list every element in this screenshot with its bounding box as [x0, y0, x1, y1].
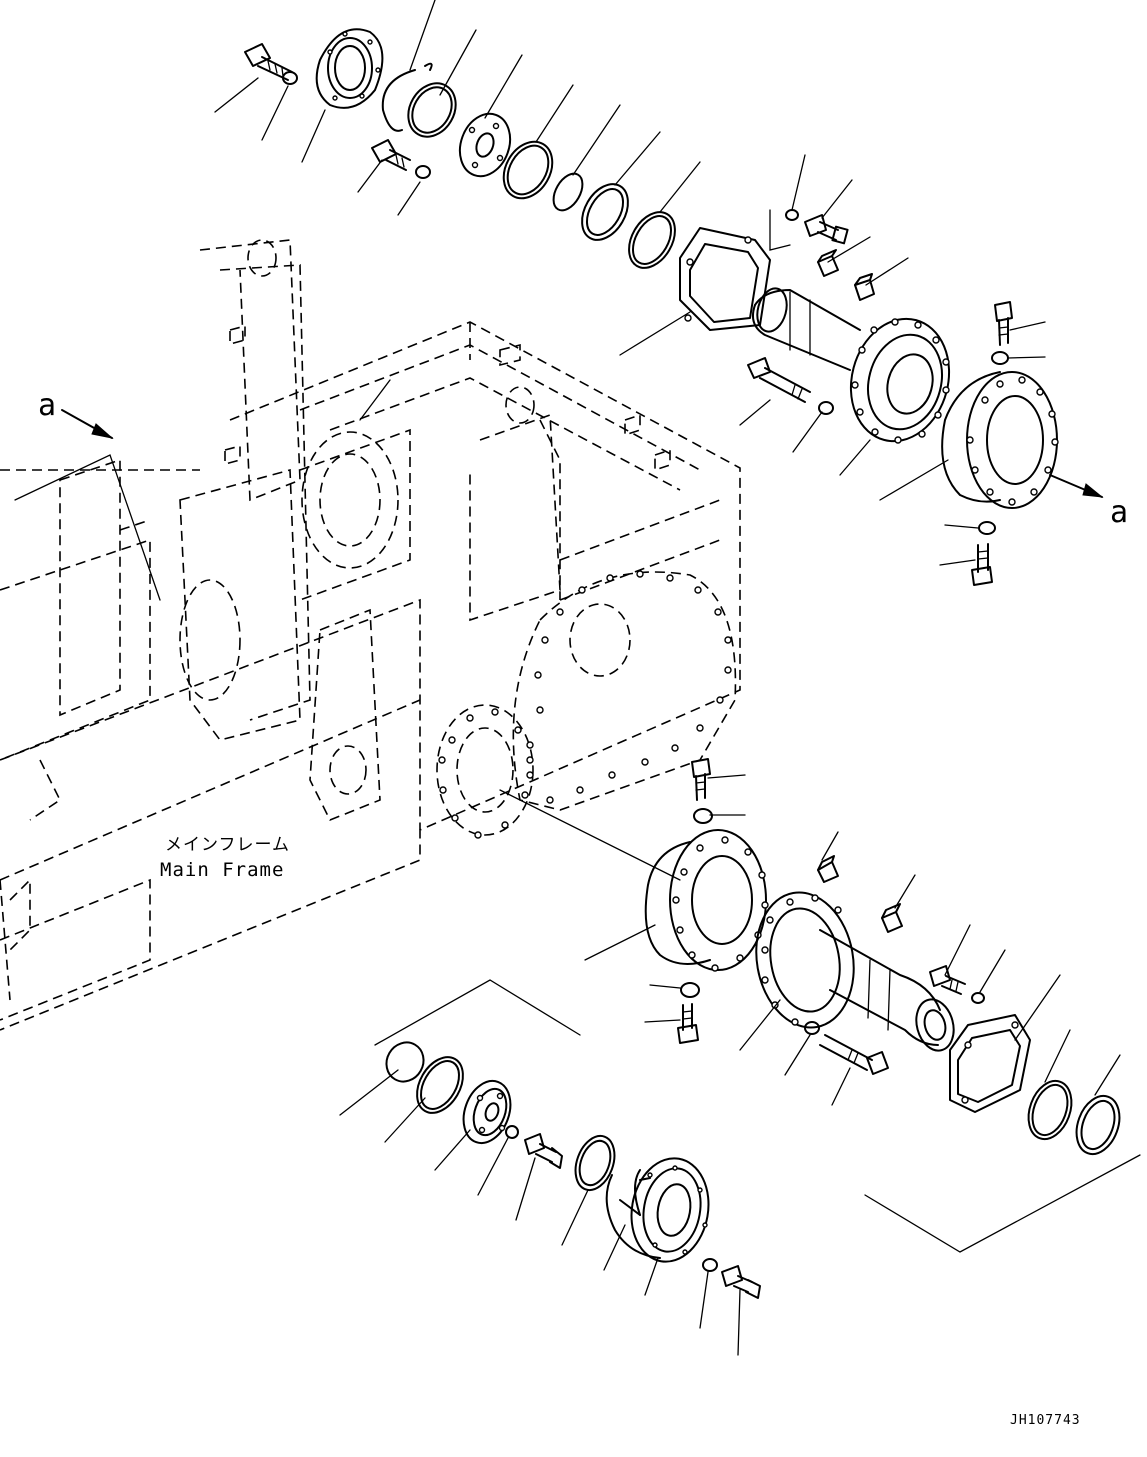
nut-icon	[817, 249, 839, 277]
view-marker-left-label: a	[38, 388, 56, 423]
long-bolt-icon	[819, 1034, 889, 1075]
bolt-icon	[371, 139, 411, 171]
frame-name-en: Main Frame	[160, 859, 284, 881]
seal-cover-icon	[605, 1157, 710, 1263]
lower-leader-lines	[339, 774, 1121, 1356]
view-arrow-right: a	[1049, 474, 1128, 530]
o-ring-icon	[385, 1041, 425, 1083]
snap-ring-icon	[381, 69, 416, 132]
washer-icon	[282, 71, 298, 85]
bolt-icon	[721, 1265, 761, 1299]
main-frame	[0, 239, 741, 1031]
washer-icon	[702, 1258, 718, 1272]
washer-icon	[680, 982, 700, 998]
upper-leader-lines	[214, 0, 1046, 566]
bearing-housing-icon	[941, 371, 1059, 509]
seal-ring-icon	[581, 183, 629, 241]
seal-ring-icon	[1075, 1094, 1121, 1156]
bolt-icon	[971, 543, 993, 586]
washer-icon	[785, 209, 799, 221]
washer-icon	[971, 992, 985, 1004]
washer-icon	[978, 521, 996, 535]
nut-icon	[817, 855, 839, 883]
bolt-icon	[691, 758, 711, 801]
assembly-bracket-lines	[14, 209, 1141, 1253]
bolt-icon	[804, 214, 849, 245]
long-bolt-icon	[747, 357, 811, 403]
axle-shaft-icon	[755, 891, 955, 1052]
seal-ring-icon	[416, 1056, 464, 1114]
view-marker-right-label: a	[1110, 495, 1128, 530]
frame-name-jp: メインフレーム	[165, 835, 290, 855]
nut-icon	[854, 273, 875, 301]
washer-icon	[818, 401, 834, 415]
view-arrow-left: a	[38, 388, 114, 439]
o-ring-icon	[502, 140, 554, 200]
gasket-plate-icon	[949, 1014, 1031, 1113]
bearing-housing-icon	[644, 829, 769, 972]
bolt-icon	[994, 301, 1013, 346]
washer-icon	[804, 1021, 820, 1035]
washer-icon	[991, 351, 1009, 365]
washer-icon	[415, 165, 431, 179]
bolt-icon	[677, 1003, 699, 1044]
o-ring-icon	[1027, 1079, 1073, 1141]
washer-icon	[505, 1125, 519, 1139]
bolt-icon	[524, 1133, 563, 1169]
o-ring-icon	[552, 172, 584, 212]
washer-icon	[693, 808, 713, 824]
o-ring-icon	[407, 82, 457, 138]
upper-parts	[244, 28, 1059, 586]
drawing-code: JH107743	[1010, 1413, 1081, 1428]
retainer-plate-icon	[458, 112, 512, 178]
retainer-plate-icon	[462, 1080, 512, 1144]
bolt-icon	[929, 965, 966, 995]
seal-ring-icon	[574, 1134, 616, 1192]
seal-cover-icon	[315, 28, 384, 109]
leader-frame-to-cover	[499, 789, 681, 881]
leader-frame-to-bracket	[359, 379, 391, 421]
axle-shaft-icon	[752, 287, 951, 444]
seal-ring-icon	[628, 211, 676, 269]
lower-parts	[385, 758, 1121, 1299]
nut-icon	[881, 903, 903, 933]
gear-case-bolt-holes	[438, 570, 732, 839]
